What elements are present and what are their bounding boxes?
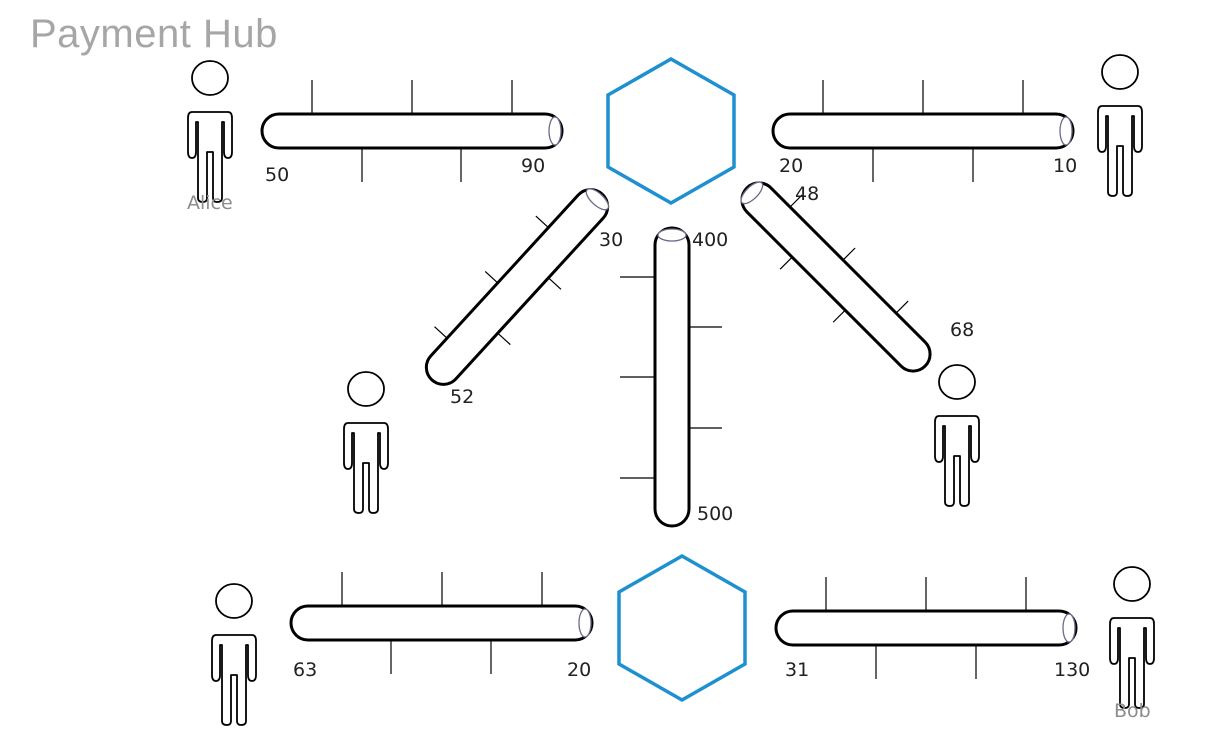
hub-top-icon — [606, 56, 736, 206]
person-midleft-icon — [343, 371, 389, 514]
bottomleft-hub-right-value: 20 — [567, 659, 591, 681]
hub-midright-top-value: 48 — [795, 183, 819, 205]
person-bottomleft-icon — [211, 583, 257, 726]
person-alice-icon — [187, 60, 233, 203]
channel-hub-hub — [620, 226, 722, 528]
channel-bottomleft-hub — [289, 572, 594, 674]
person-topright-icon — [1097, 54, 1143, 197]
hub-bob-left-value: 31 — [785, 659, 809, 681]
hub-topright-right-value: 10 — [1053, 155, 1077, 177]
page-title: Payment Hub — [30, 12, 278, 56]
bottomleft-hub-left-value: 63 — [293, 659, 317, 681]
hub-midright-bottom-value: 68 — [950, 319, 974, 341]
hub-hub-bottom-value: 500 — [697, 503, 733, 525]
person-bob-label: Bob — [1114, 700, 1151, 722]
hub-topright-left-value: 20 — [779, 155, 803, 177]
channel-hub-topright — [771, 80, 1075, 182]
person-midright-icon — [934, 364, 980, 507]
hub-midleft-bottom-value: 52 — [450, 386, 474, 408]
channel-hub-midleft — [424, 188, 610, 386]
hub-hub-top-value: 400 — [692, 229, 728, 251]
alice-hub-right-value: 90 — [521, 155, 545, 177]
hub-bob-right-value: 130 — [1054, 659, 1090, 681]
person-alice-label: Alice — [187, 192, 233, 214]
hub-midleft-top-value: 30 — [599, 229, 623, 251]
alice-hub-left-value: 50 — [265, 164, 289, 186]
person-bob-icon — [1109, 566, 1155, 709]
channel-hub-midright — [740, 181, 932, 373]
hub-bottom-icon — [617, 553, 747, 703]
channel-alice-hub — [260, 80, 564, 182]
channel-hub-bob — [774, 577, 1078, 679]
